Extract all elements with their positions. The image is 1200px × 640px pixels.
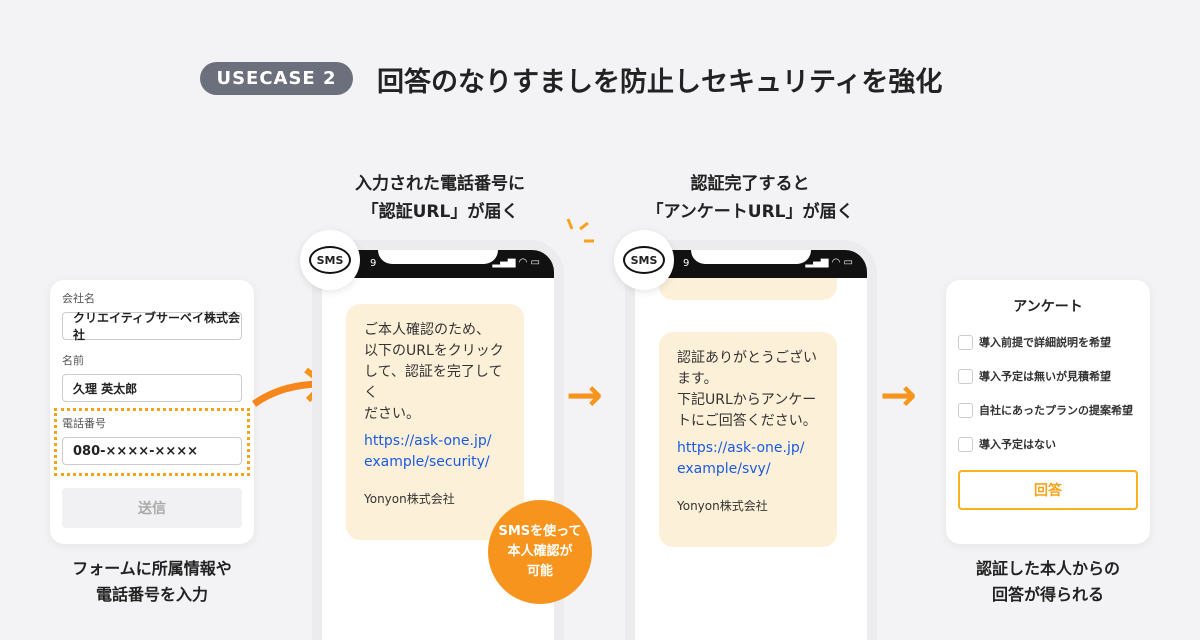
caption-line: 「認証URL」が届く [361,202,519,222]
message-line: して、認証を完了してく [364,364,503,401]
phone-highlight: 電話番号 080-××××-×××× [54,408,250,476]
submit-button[interactable]: 送信 [62,488,242,528]
survey-option[interactable]: 導入予定はない [958,436,1138,452]
caption-line: 入力された電話番号に [355,174,525,194]
sender: Yonyon株式会社 [677,499,768,513]
company-input[interactable]: クリエイティブサーベイ株式会社 [62,311,242,342]
survey-option[interactable]: 導入前提で詳細説明を希望 [958,334,1138,350]
survey-link[interactable]: https://ask-one.jp/example/svy/ [677,440,805,477]
previous-message [659,278,837,300]
phone-1: 9 ▂▄▆ ◠ ▭ ご本人確認のため、 以下のURLをクリック して、認証を完了… [312,240,564,640]
sms-message: ご本人確認のため、 以下のURLをクリック して、認証を完了してく ださい。 h… [346,304,524,540]
caption-line: フォームに所属情報や [72,559,232,578]
status-bar: 9 ▂▄▆ ◠ ▭ [322,250,554,278]
sparkle-icon [566,218,594,243]
callout-badge: SMSを使って本人確認が可能 [488,500,592,604]
survey-form: アンケート 導入前提で詳細説明を希望 導入予定は無いが見積希望 自社にあったプラ… [946,280,1150,544]
message-line: 下記URLからアンケー [677,392,817,408]
signal-wifi-battery-icon: ▂▄▆ ◠ ▭ [805,257,853,268]
caption-line: 認証完了すると [690,174,810,194]
answer-button[interactable]: 回答 [958,470,1138,510]
checkbox[interactable] [958,368,973,384]
caption-line: 電話番号を入力 [95,585,208,604]
name-label: 名前 [62,354,84,367]
company-label: 会社名 [62,292,95,305]
caption-line: 回答が得られる [991,585,1104,604]
sms-icon: SMS [614,230,674,290]
step1-caption: フォームに所属情報や 電話番号を入力 [50,556,254,608]
message-line: トにご回答ください。 [677,413,817,429]
usecase-badge: USECASE 2 [200,62,353,95]
phone-input[interactable]: 080-××××-×××× [62,437,242,465]
survey-option[interactable]: 導入予定は無いが見積希望 [958,368,1138,384]
checkbox[interactable] [958,436,973,452]
auth-link[interactable]: https://ask-one.jp/example/security/ [364,433,492,470]
message-line: ださい。 [364,406,420,422]
sms-message: 認証ありがとうござい ます。 下記URLからアンケー トにご回答ください。 ht… [659,332,837,547]
phone-label: 電話番号 [62,417,106,430]
step2-caption: 入力された電話番号に 「認証URL」が届く [310,170,570,226]
status-time: 9 [683,258,690,269]
step3-caption: 認証完了すると 「アンケートURL」が届く [620,170,880,226]
message-line: 以下のURLをクリック [364,343,504,359]
step4-caption: 認証した本人からの 回答が得られる [946,556,1150,608]
page-title: 回答のなりすましを防止しセキュリティを強化 [377,67,943,98]
survey-title: アンケート [1013,299,1083,315]
arrow-icon: → [880,370,917,421]
survey-option[interactable]: 自社にあったプランの提案希望 [958,402,1138,418]
caption-line: 認証した本人からの [975,559,1120,578]
name-input[interactable]: 久理 英太郎 [62,374,242,402]
message-line: ご本人確認のため、 [364,322,490,338]
registration-form: 会社名 クリエイティブサーベイ株式会社 名前 久理 英太郎 電話番号 080-×… [50,280,254,544]
phone-2: 9 ▂▄▆ ◠ ▭ 認証ありがとうござい ます。 下記URLからアンケー トにご… [625,240,877,640]
signal-wifi-battery-icon: ▂▄▆ ◠ ▭ [492,257,540,268]
message-line: ます。 [677,371,718,387]
checkbox[interactable] [958,402,973,418]
sms-icon: SMS [300,230,360,290]
checkbox[interactable] [958,334,973,350]
caption-line: 「アンケートURL」が届く [646,202,854,222]
status-time: 9 [370,258,377,269]
arrow-icon: → [566,370,603,421]
sender: Yonyon株式会社 [364,492,455,506]
message-line: 認証ありがとうござい [677,350,817,366]
